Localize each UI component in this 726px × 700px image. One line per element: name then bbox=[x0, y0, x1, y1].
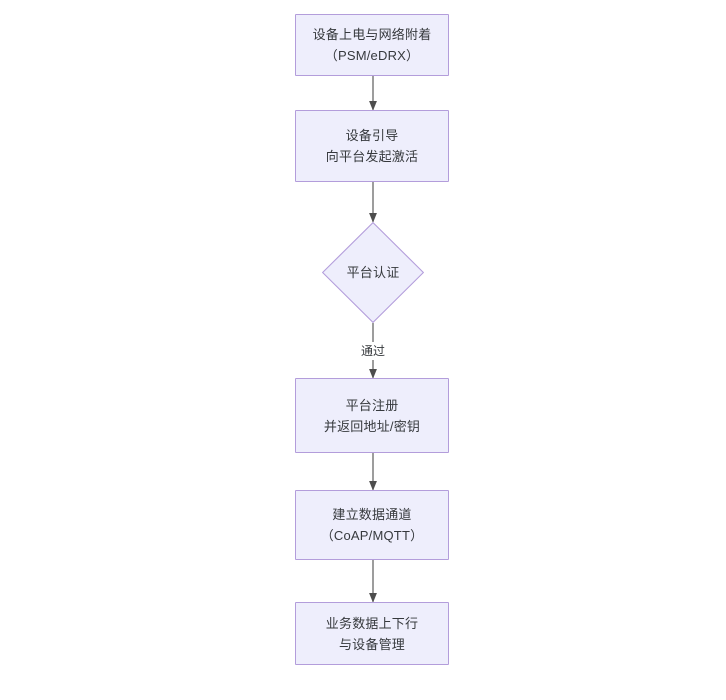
diamond-shape bbox=[322, 222, 424, 323]
node-business-data-and-device-management[interactable]: 业务数据上下行 与设备管理 bbox=[295, 602, 449, 665]
node-channel-label: 建立数据通道 （CoAP/MQTT） bbox=[320, 507, 424, 543]
node-power-label: 设备上电与网络附着 （PSM/eDRX） bbox=[312, 27, 432, 63]
node-bootstrap-label: 设备引导 向平台发起激活 bbox=[325, 128, 419, 164]
node-platform-authentication[interactable]: 平台认证 bbox=[322, 222, 424, 323]
node-platform-registration[interactable]: 平台注册 并返回地址/密钥 bbox=[295, 378, 449, 453]
node-data-label: 业务数据上下行 与设备管理 bbox=[325, 615, 419, 652]
edge-label-pass: 通过 bbox=[357, 342, 389, 360]
node-device-power-on[interactable]: 设备上电与网络附着 （PSM/eDRX） bbox=[295, 14, 449, 76]
node-device-bootstrap[interactable]: 设备引导 向平台发起激活 bbox=[295, 110, 449, 182]
node-register-label: 平台注册 并返回地址/密钥 bbox=[323, 397, 421, 434]
node-auth-label: 平台认证 bbox=[346, 265, 400, 280]
node-establish-data-channel[interactable]: 建立数据通道 （CoAP/MQTT） bbox=[295, 490, 449, 560]
